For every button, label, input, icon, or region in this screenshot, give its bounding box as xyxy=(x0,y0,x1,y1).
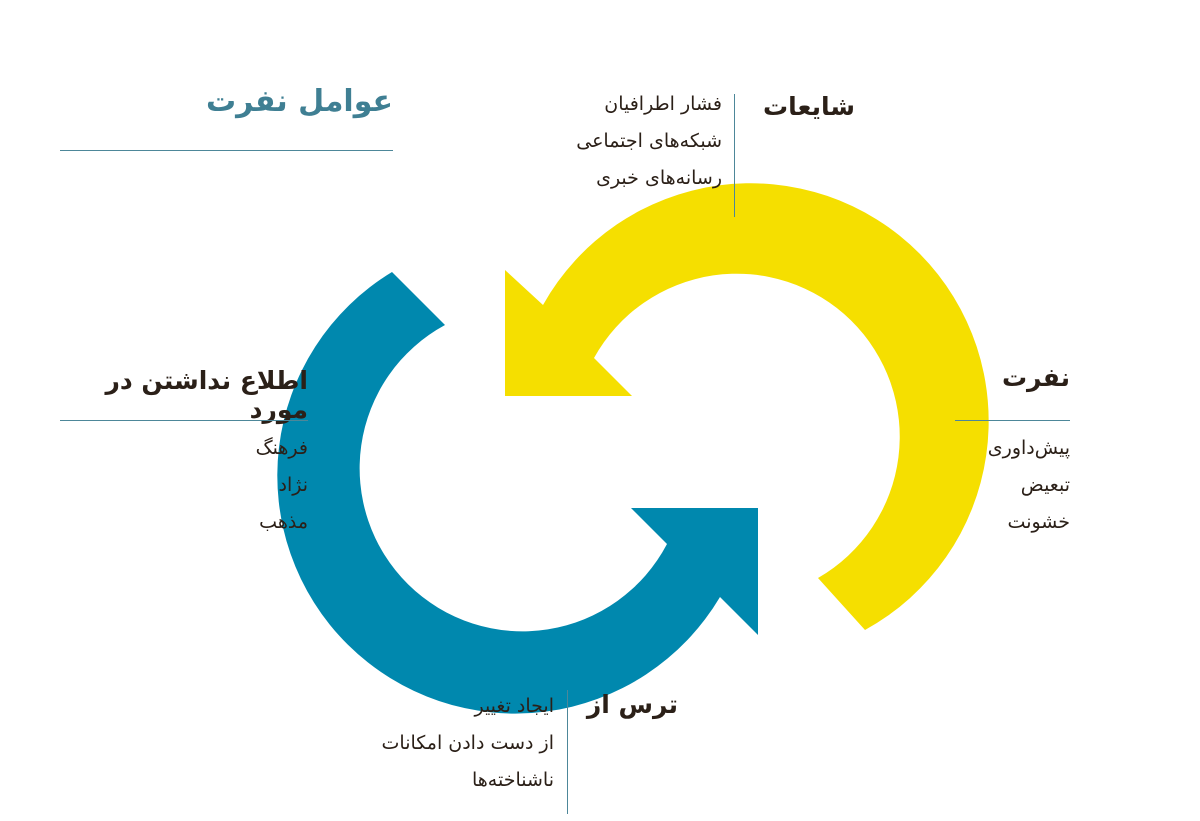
list-item: نژاد xyxy=(278,474,308,496)
list-item: رسانه‌های خبری xyxy=(596,167,722,189)
list-item: فشار اطرافیان xyxy=(604,93,722,115)
fear-list: ایجاد تغییر از دست دادن امکانات ناشناخته… xyxy=(320,688,554,799)
yellow-cycle-arrow xyxy=(505,183,989,630)
hate-heading: نفرت xyxy=(1001,363,1070,392)
fear-divider xyxy=(567,690,568,814)
ignorance-divider xyxy=(60,420,308,421)
title-divider xyxy=(60,150,393,151)
blue-cycle-arrow xyxy=(277,272,758,714)
ignorance-heading: اطلاع نداشتن در مورد xyxy=(105,366,309,424)
rumors-list: فشار اطرافیان شبکه‌های اجتماعی رسانه‌های… xyxy=(480,86,722,197)
list-item: شبکه‌های اجتماعی xyxy=(576,130,722,152)
list-item: مذهب xyxy=(259,511,308,533)
list-item: پیش‌داوری xyxy=(987,437,1070,459)
ignorance-list: فرهنگ نژاد مذهب xyxy=(60,430,308,541)
list-item: ایجاد تغییر xyxy=(474,695,554,717)
hate-list: پیش‌داوری تبعیض خشونت xyxy=(955,430,1070,541)
list-item: از دست دادن امکانات xyxy=(381,732,554,754)
fear-heading: ترس از xyxy=(586,690,678,719)
list-item: تبعیض xyxy=(1020,474,1070,496)
rumors-heading: شایعات xyxy=(763,92,855,121)
rumors-divider xyxy=(734,94,735,217)
list-item: ناشناخته‌ها xyxy=(472,769,554,791)
list-item: خشونت xyxy=(1007,511,1070,533)
list-item: فرهنگ xyxy=(255,437,308,459)
hate-divider xyxy=(955,420,1070,421)
page-title: عوامل نفرت xyxy=(205,84,393,119)
